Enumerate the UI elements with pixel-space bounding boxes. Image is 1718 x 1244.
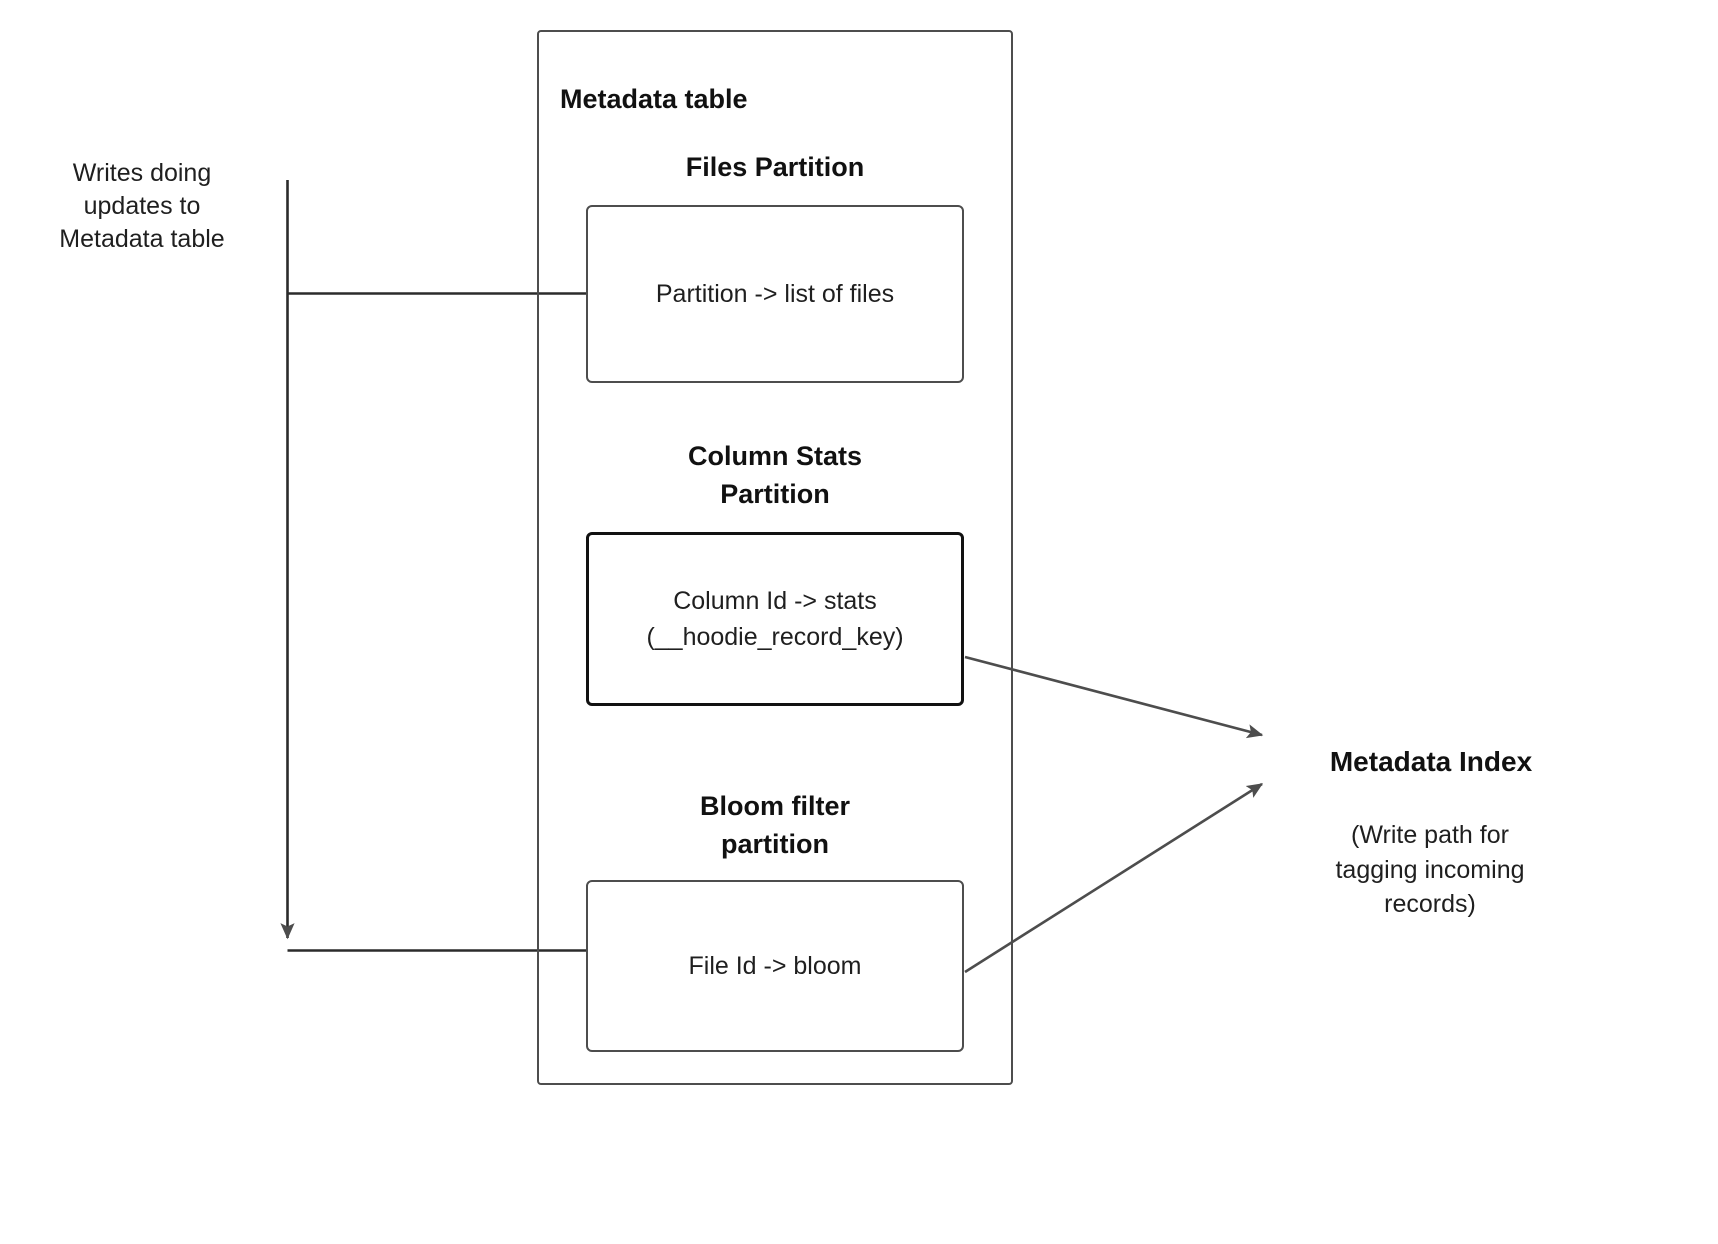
bloom-filter-partition-heading: Bloom filter partition bbox=[585, 787, 965, 864]
files-partition-heading-line-1: Files Partition bbox=[685, 152, 865, 182]
writes-annotation-label: Writes doing updates to Metadata table bbox=[8, 157, 276, 256]
files-partition-box-text: Partition -> list of files bbox=[656, 276, 894, 312]
metadata-index-caption: (Write path for tagging incoming records… bbox=[1296, 818, 1564, 922]
bloom-filter-partition-box-text: File Id -> bloom bbox=[689, 948, 862, 984]
writes-annotation-line-1: Writes doing bbox=[72, 159, 212, 187]
column-stats-partition-heading-line-1: Column Stats bbox=[687, 441, 862, 471]
column-stats-partition-heading: Column Stats Partition bbox=[585, 437, 965, 514]
metadata-index-caption-line-3: records) bbox=[1384, 890, 1476, 918]
writes-annotation-line-2: updates to bbox=[83, 192, 201, 220]
metadata-index-caption-line-2: tagging incoming bbox=[1335, 855, 1525, 884]
bloom-filter-partition-heading-line-2: partition bbox=[721, 829, 829, 860]
bloom-filter-partition-heading-line-1: Bloom filter bbox=[699, 791, 850, 821]
writes-annotation-line-3: Metadata table bbox=[59, 225, 225, 253]
column-stats-partition-box[interactable]: Column Id -> stats (__hoodie_record_key) bbox=[586, 532, 964, 706]
bloom-filter-partition-box-line-1: File Id -> bloom bbox=[688, 952, 862, 980]
metadata-table-title: Metadata table bbox=[560, 84, 748, 114]
column-stats-partition-box-text: Column Id -> stats (__hoodie_record_key) bbox=[646, 583, 903, 655]
column-stats-partition-box-line-2: (__hoodie_record_key) bbox=[646, 623, 904, 651]
column-stats-partition-heading-line-2: Partition bbox=[720, 479, 830, 510]
files-partition-box[interactable]: Partition -> list of files bbox=[586, 205, 964, 383]
files-partition-heading: Files Partition bbox=[585, 148, 965, 186]
files-partition-box-line-1: Partition -> list of files bbox=[655, 280, 895, 308]
metadata-table-container bbox=[537, 30, 1013, 1085]
bloom-filter-partition-box[interactable]: File Id -> bloom bbox=[586, 880, 964, 1052]
column-stats-partition-box-line-1: Column Id -> stats bbox=[673, 587, 877, 615]
metadata-index-caption-line-1: (Write path for bbox=[1351, 821, 1509, 849]
metadata-index-title: Metadata Index bbox=[1329, 746, 1533, 777]
